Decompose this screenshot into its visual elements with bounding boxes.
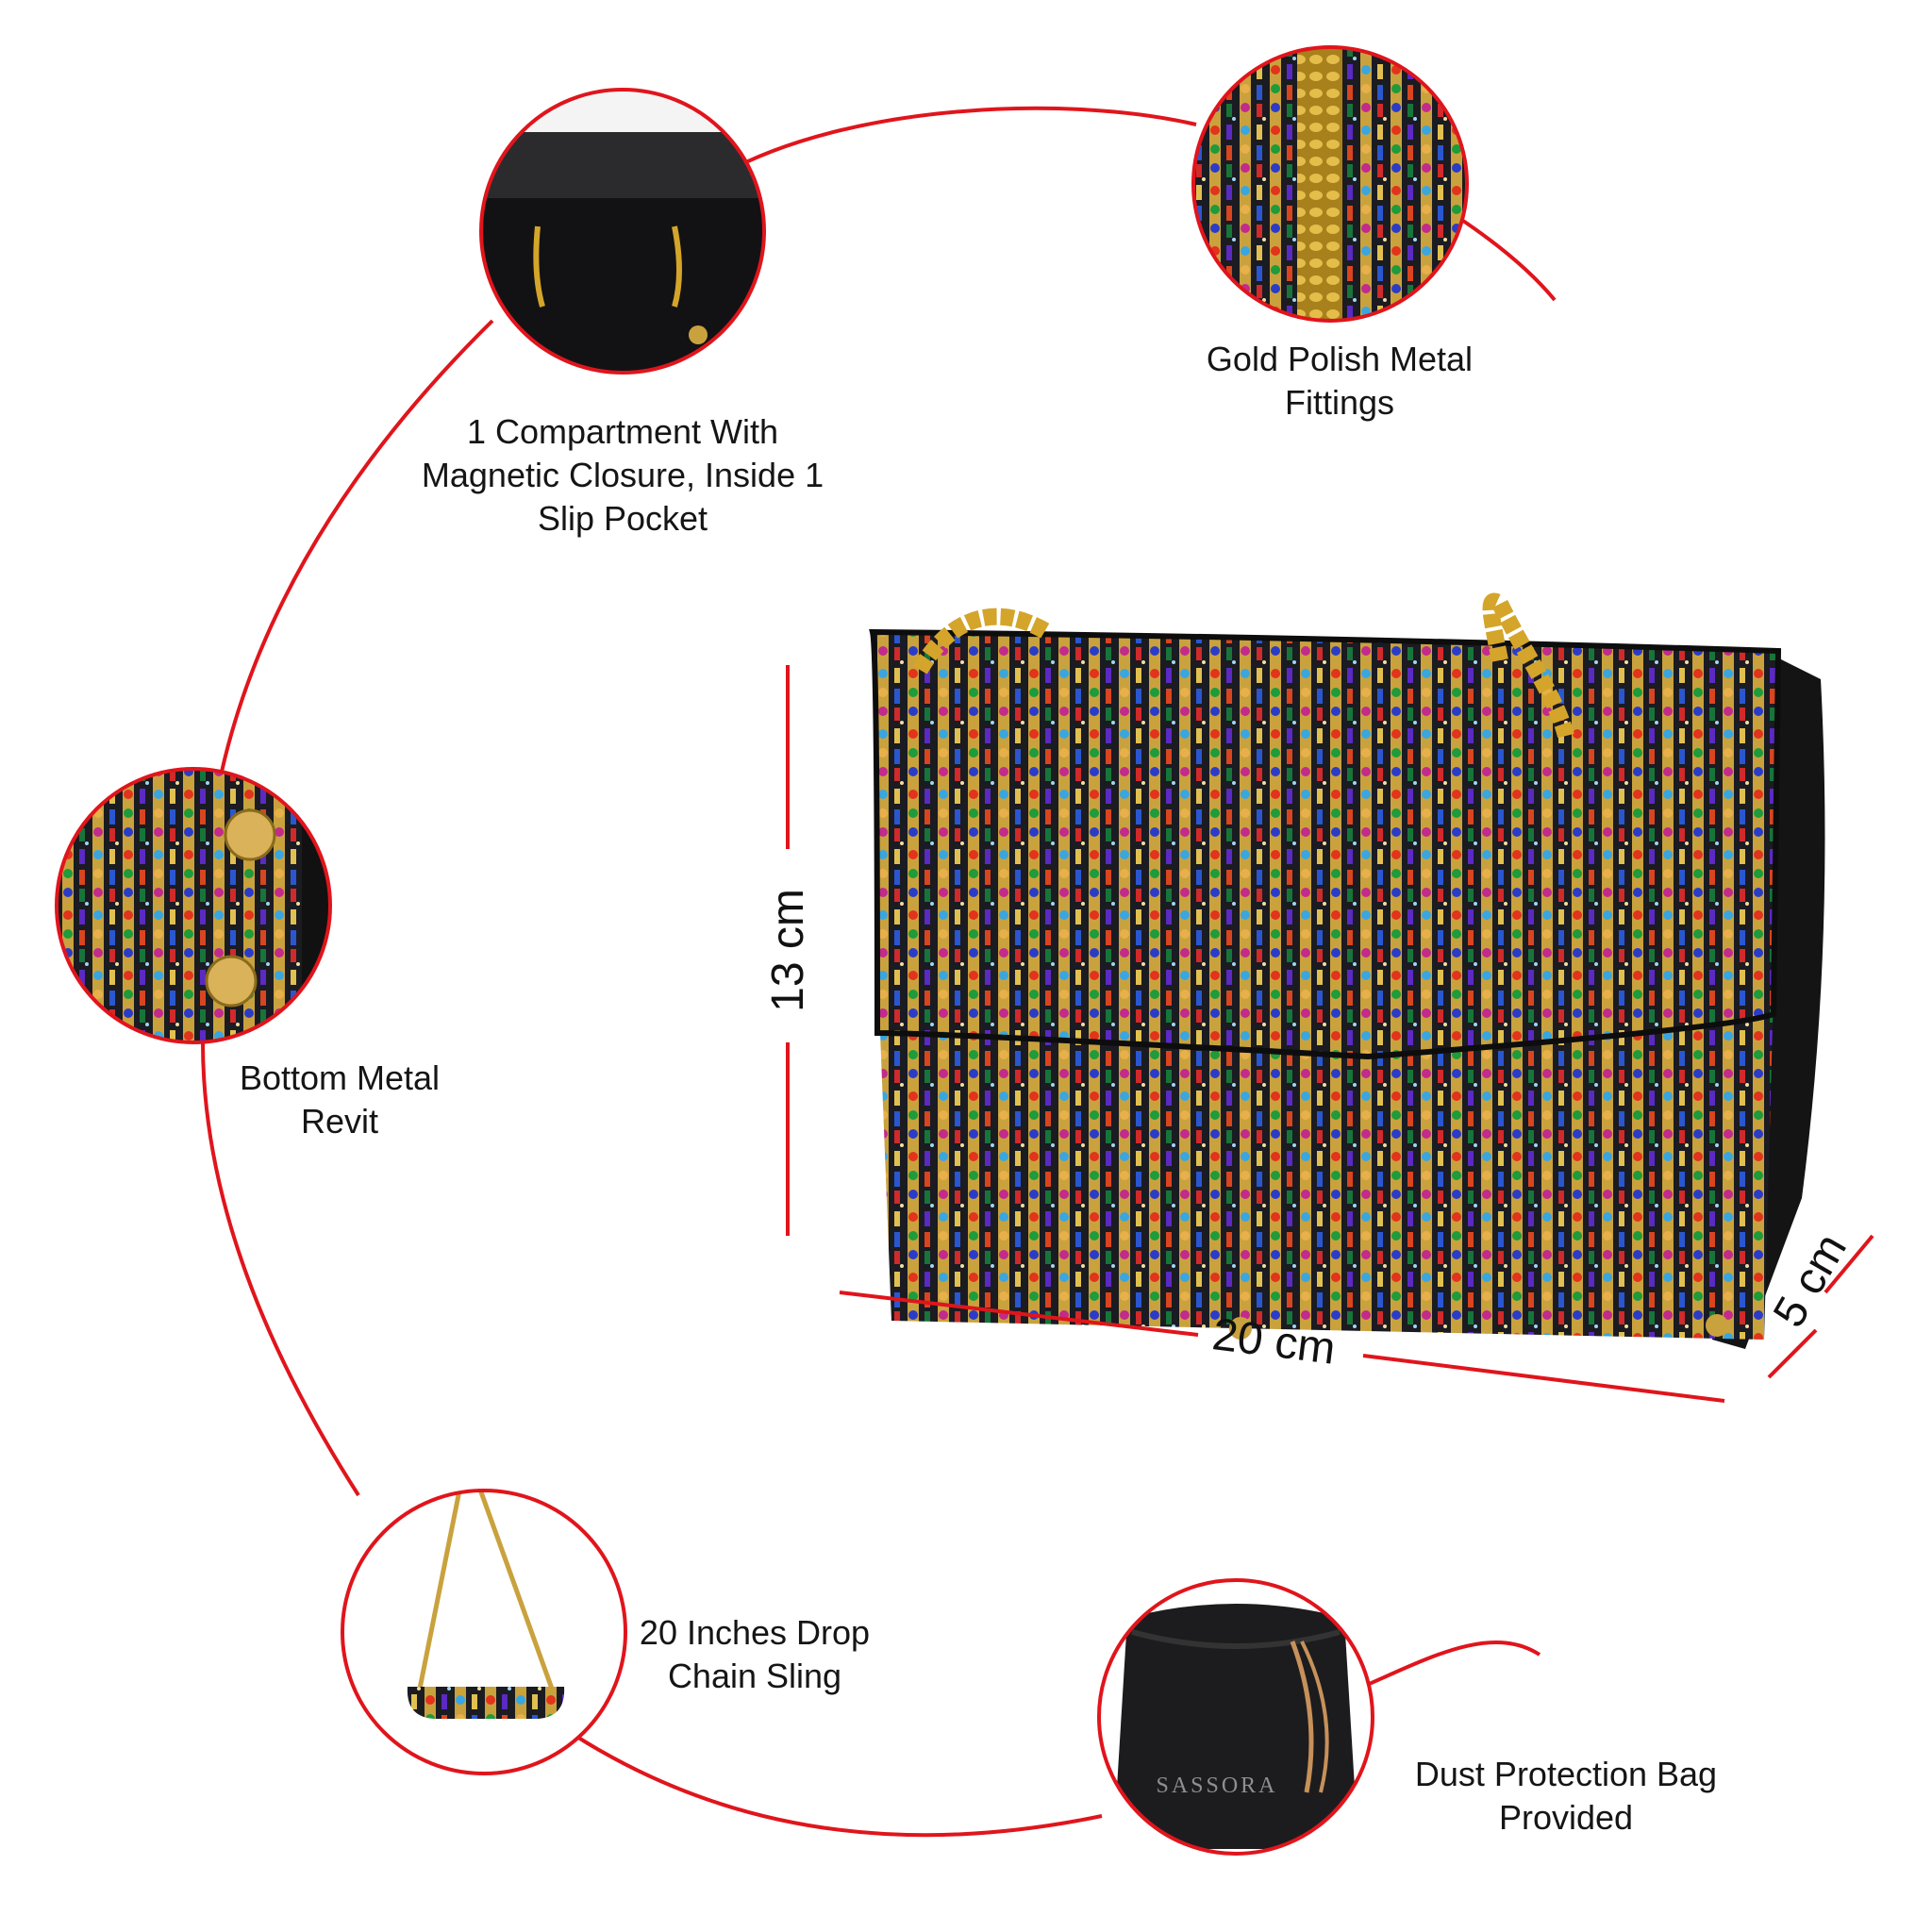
compartment-caption: 1 Compartment With Magnetic Closure, Ins… <box>421 412 824 538</box>
bag-flap <box>869 628 1782 1060</box>
gold-chain-closeup <box>1297 47 1342 321</box>
connector-left-upper <box>220 319 494 773</box>
bag-foot-rivet-left <box>1229 1317 1252 1340</box>
metal-rivet-bottom <box>205 955 258 1008</box>
connector-top <box>721 106 1197 176</box>
bag-body <box>879 991 1774 1340</box>
open-flap <box>481 132 764 208</box>
mini-bag <box>407 1687 565 1719</box>
chain-strap <box>417 1491 555 1690</box>
fittings-caption: Gold Polish Metal Fittings <box>1206 340 1474 422</box>
connector-top-right <box>1456 215 1557 302</box>
magnetic-button-right <box>689 325 708 344</box>
dimension-lines <box>786 665 1874 1403</box>
chain-caption: 20 Inches Drop Chain Sling <box>639 1613 871 1695</box>
drawstring <box>1290 1641 1314 1793</box>
bag-foot-rivet-right <box>1706 1314 1728 1337</box>
depth-line-lower <box>1767 1328 1818 1379</box>
bag-interior <box>481 198 764 373</box>
width-line-right <box>1362 1354 1725 1403</box>
connector-left-lower <box>201 1041 360 1497</box>
bag-chain-right <box>1482 592 1508 662</box>
dustbag-detail-circle: SASSORA <box>1097 1578 1374 1856</box>
depth-line-upper <box>1824 1234 1874 1294</box>
height-label: 13 cm <box>762 889 813 1012</box>
rivet-detail-circle <box>55 767 332 1044</box>
fittings-detail-circle <box>1191 45 1469 323</box>
connector-bottom-right <box>1357 1640 1541 1690</box>
rivet-caption: Bottom Metal Revit <box>239 1058 441 1141</box>
width-line-left <box>839 1291 1199 1337</box>
main-bag-photo <box>869 592 1825 1349</box>
dustbag-caption: Dust Protection Bag Provided <box>1414 1755 1718 1837</box>
dust-bag <box>1113 1604 1358 1849</box>
magnetic-button-left <box>495 325 514 344</box>
chain-detail-circle <box>341 1489 627 1775</box>
connector-bottom <box>574 1734 1103 1838</box>
connector-lines <box>201 106 1557 1838</box>
bag-chain-left <box>912 608 1052 675</box>
compartment-detail-circle <box>479 88 766 375</box>
dust-bag-brand: SASSORA <box>1156 1774 1277 1798</box>
metal-rivet-top <box>224 808 276 861</box>
